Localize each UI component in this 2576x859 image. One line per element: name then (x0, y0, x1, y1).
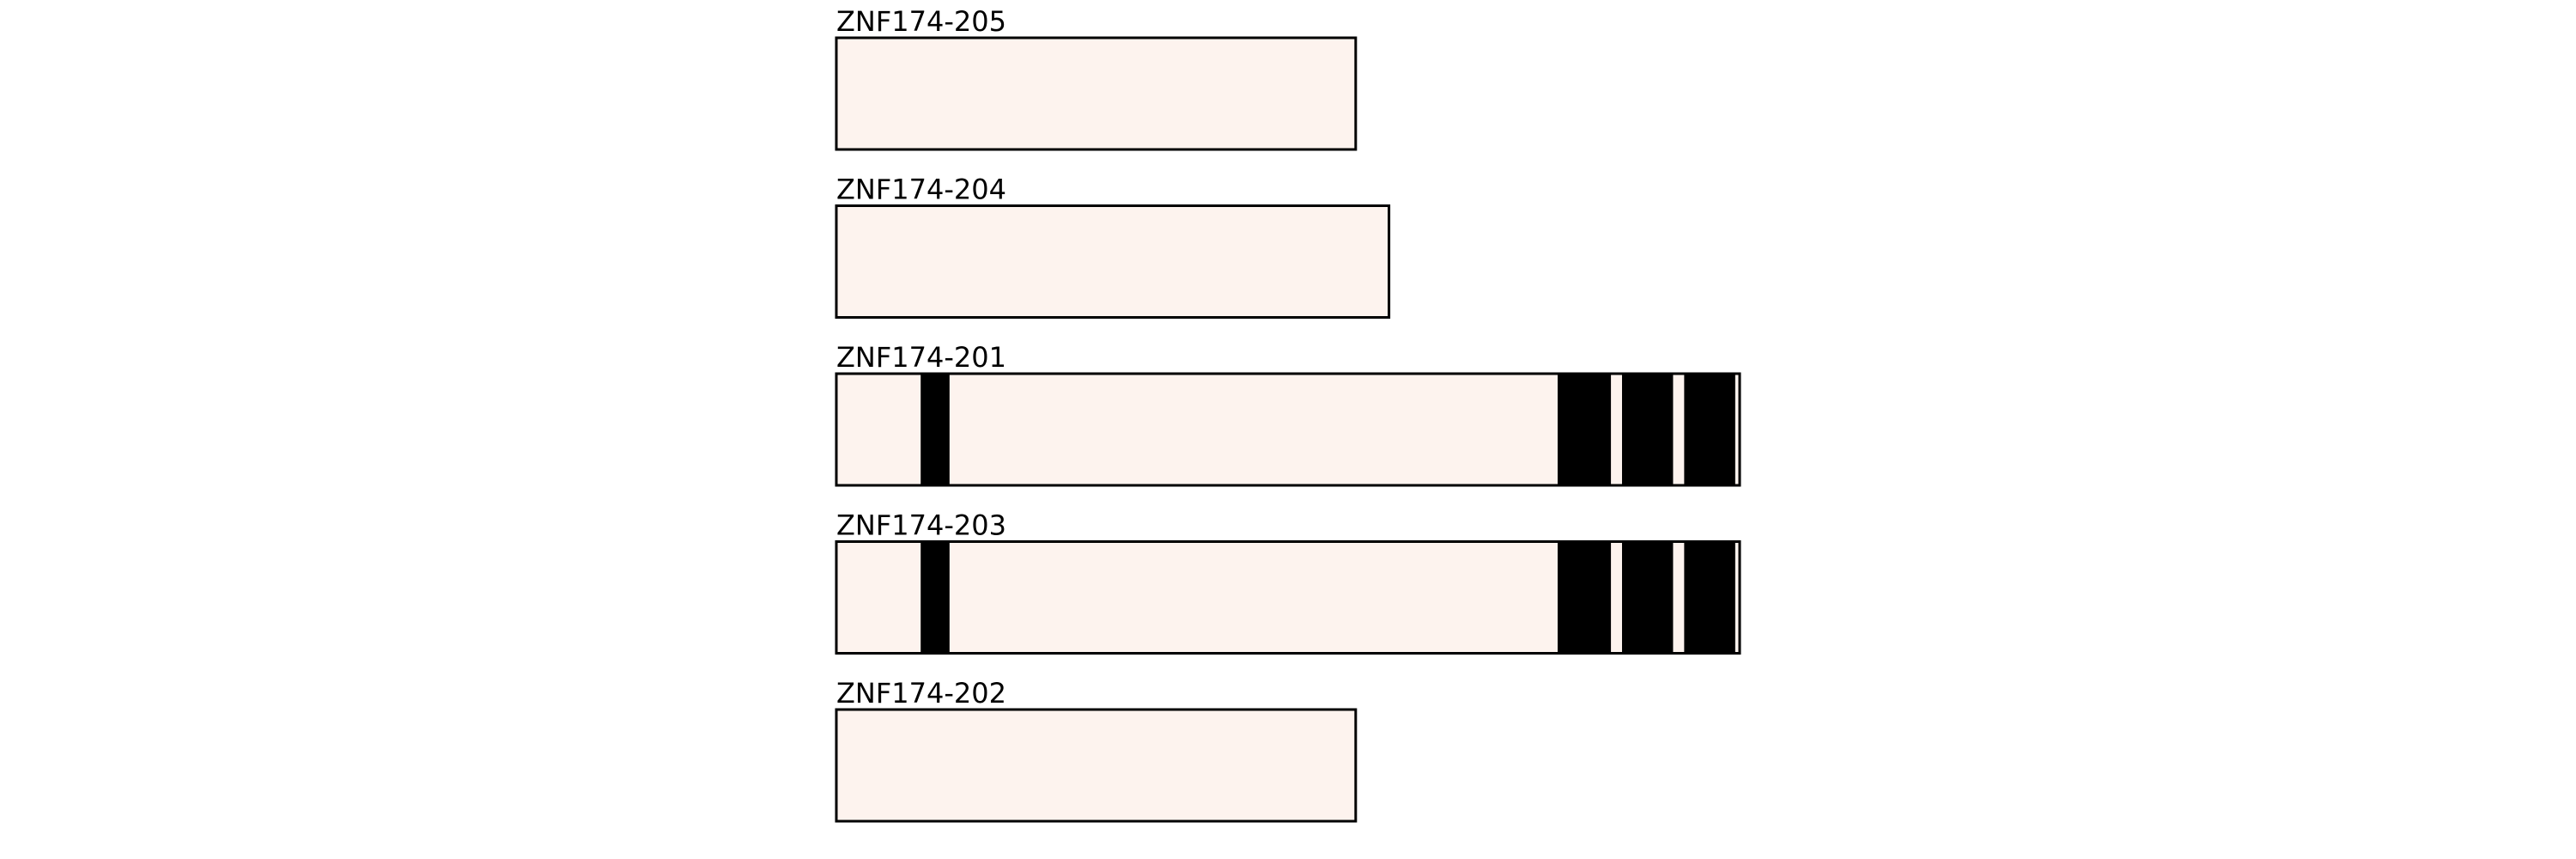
transcript-label: ZNF174-202 (836, 677, 1006, 710)
transcript-row: ZNF174-201 (835, 341, 1741, 487)
transcript-bar (836, 38, 1356, 149)
domain-block (920, 541, 950, 654)
domain-block (1684, 374, 1735, 485)
domain-block (1684, 541, 1735, 654)
transcript-label: ZNF174-201 (836, 341, 1006, 374)
domain-block (1622, 374, 1674, 485)
transcript-outline (835, 372, 1741, 487)
domain-block (1558, 374, 1612, 485)
transcript-outline (835, 708, 1358, 823)
transcript-outline (835, 540, 1741, 655)
transcript-outline (835, 204, 1391, 319)
domain-block (1558, 541, 1612, 654)
domain-block (920, 374, 950, 485)
transcript-row: ZNF174-204 (835, 174, 1391, 319)
transcript-outline (835, 36, 1358, 151)
transcript-row: ZNF174-203 (835, 509, 1741, 655)
transcript-row: ZNF174-202 (835, 677, 1358, 823)
transcript-label: ZNF174-205 (836, 5, 1006, 38)
transcript-bar (836, 205, 1389, 318)
domain-block (1622, 541, 1674, 654)
transcript-label: ZNF174-203 (836, 509, 1006, 542)
transcript-bar (836, 710, 1356, 821)
transcript-row: ZNF174-205 (835, 5, 1358, 151)
transcript-label: ZNF174-204 (836, 174, 1006, 206)
